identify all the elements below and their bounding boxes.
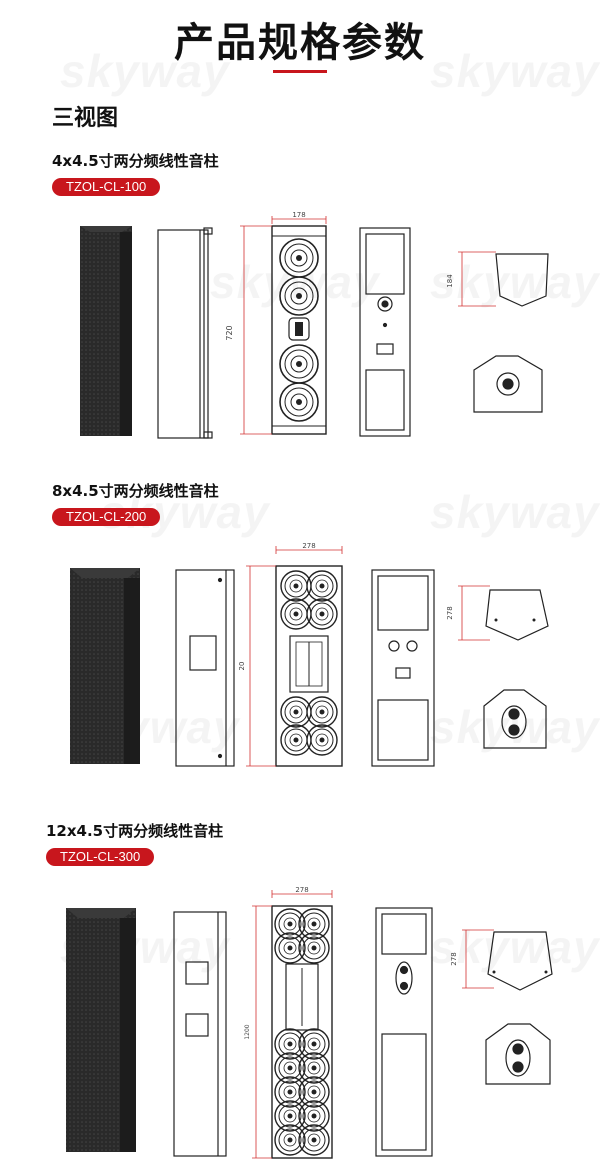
side-view-drawing: [173, 911, 227, 1157]
width-dimension-label: 178: [292, 211, 305, 219]
top-profile-drawing: [462, 929, 553, 991]
height-dimension-label: 1200: [244, 1024, 251, 1039]
title-underline: [273, 70, 327, 73]
top-profile-drawing: [458, 251, 549, 307]
product-photo: [66, 908, 136, 1152]
width-dimension-label: 278: [295, 886, 308, 894]
dimension-lines: [240, 216, 327, 435]
height-dimension-label: 720: [225, 325, 234, 340]
depth-dimension-label: 278: [450, 952, 458, 965]
dimension-lines: [252, 890, 333, 1159]
dimension-lines: [246, 546, 343, 767]
product-name: 8x4.5寸两分频线性音柱: [52, 482, 219, 500]
depth-dimension-label: 184: [446, 274, 454, 288]
height-dimension-label: 20: [238, 662, 246, 671]
side-view-drawing: [175, 569, 235, 767]
width-dimension-label: 278: [302, 542, 315, 550]
depth-dimension-label: 278: [446, 606, 454, 619]
rear-view-drawing: [359, 227, 411, 437]
bottom-profile-drawing: [485, 1023, 551, 1085]
bottom-profile-drawing: [483, 689, 547, 749]
product-name: 12x4.5寸两分频线性音柱: [46, 822, 224, 840]
product-photo: [80, 226, 132, 436]
rear-view-drawing: [375, 907, 433, 1157]
front-view-drawing: [275, 565, 343, 767]
bottom-profile-drawing: [473, 355, 543, 413]
rear-view-drawing: [371, 569, 435, 767]
top-profile-drawing: [458, 585, 549, 641]
product-photo: [70, 568, 140, 764]
front-view-drawing: [271, 225, 327, 435]
model-badge: TZOL-CL-100: [52, 178, 161, 196]
front-view-drawing: [271, 905, 333, 1159]
section-label: 三视图: [52, 106, 119, 131]
model-badge: TZOL-CL-300: [46, 848, 155, 866]
product-name: 4x4.5寸两分频线性音柱: [52, 152, 219, 170]
model-badge: TZOL-CL-200: [52, 508, 161, 526]
side-view-drawing: [157, 227, 213, 439]
page-title: 产品规格参数: [174, 20, 426, 66]
